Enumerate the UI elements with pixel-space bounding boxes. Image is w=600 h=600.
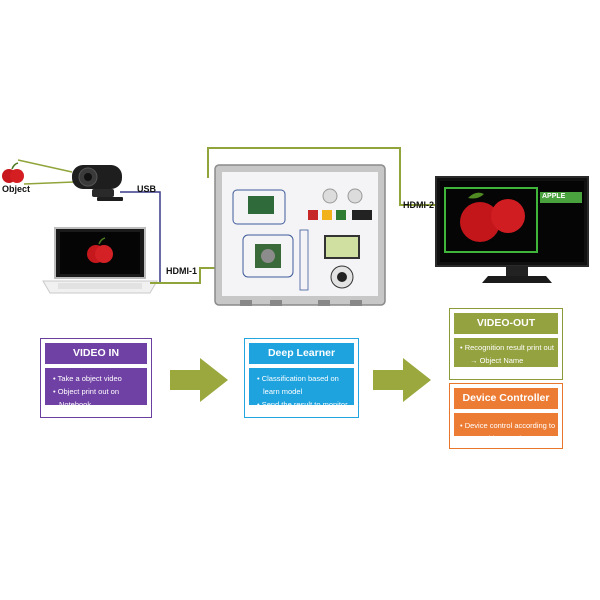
device-controller-title: Device Controller xyxy=(454,388,558,409)
device-controller-line: recognition result xyxy=(466,434,524,443)
device-controller-line: • Device control according to xyxy=(460,421,556,430)
deep-learner-line: • Send the result to monitor xyxy=(257,400,348,409)
apple-object-icon xyxy=(2,162,24,183)
deep-learner-title: Deep Learner xyxy=(249,343,354,364)
object-label: Object xyxy=(2,184,31,194)
system-illustration xyxy=(2,147,589,306)
trainer-board-icon xyxy=(214,164,386,306)
video-in-line: • Take a object video xyxy=(53,374,122,383)
deep-learner-box: Deep Learner • Classification based on l… xyxy=(244,338,359,418)
monitor-result-tag: APPLE xyxy=(542,193,566,200)
video-in-title: VIDEO IN xyxy=(45,343,147,364)
deep-learner-line: • Classification based on xyxy=(257,374,339,383)
flow-arrow-1 xyxy=(170,358,228,402)
video-in-line: Notebook xyxy=(59,400,92,409)
video-out-box: VIDEO-OUT • Recognition result print out… xyxy=(449,308,563,380)
video-in-body: • Take a object video • Object print out… xyxy=(45,368,147,409)
video-in-line: • Object print out on xyxy=(53,387,119,396)
video-out-line: → Object Name xyxy=(470,356,524,365)
hdmi1-label: HDMI-1 xyxy=(166,266,197,276)
hdmi2-label: HDMI-2 xyxy=(403,200,434,210)
video-out-line: → Accuracy (%) xyxy=(470,369,524,378)
video-out-body: • Recognition result print out → Object … xyxy=(454,338,558,378)
detection-frame xyxy=(444,187,538,253)
monitor-icon xyxy=(435,176,589,283)
video-out-line: • Recognition result print out xyxy=(460,343,554,352)
usb-label: USB xyxy=(137,184,157,194)
hdmi2-cable-line xyxy=(207,147,436,206)
device-controller-body: • Device control according to recognitio… xyxy=(454,413,558,443)
camera-sight-line-upper xyxy=(17,159,73,173)
deep-learner-body: • Classification based on learn model • … xyxy=(249,368,354,409)
camera-sight-line-lower xyxy=(23,181,75,185)
webcam-icon xyxy=(72,165,123,201)
laptop-icon xyxy=(42,227,158,294)
video-out-title: VIDEO-OUT xyxy=(454,313,558,334)
deep-learner-line: learn model xyxy=(263,387,303,396)
device-controller-box: Device Controller • Device control accor… xyxy=(449,383,563,449)
video-in-box: VIDEO IN • Take a object video • Object … xyxy=(40,338,152,418)
flow-arrow-2 xyxy=(373,358,431,402)
